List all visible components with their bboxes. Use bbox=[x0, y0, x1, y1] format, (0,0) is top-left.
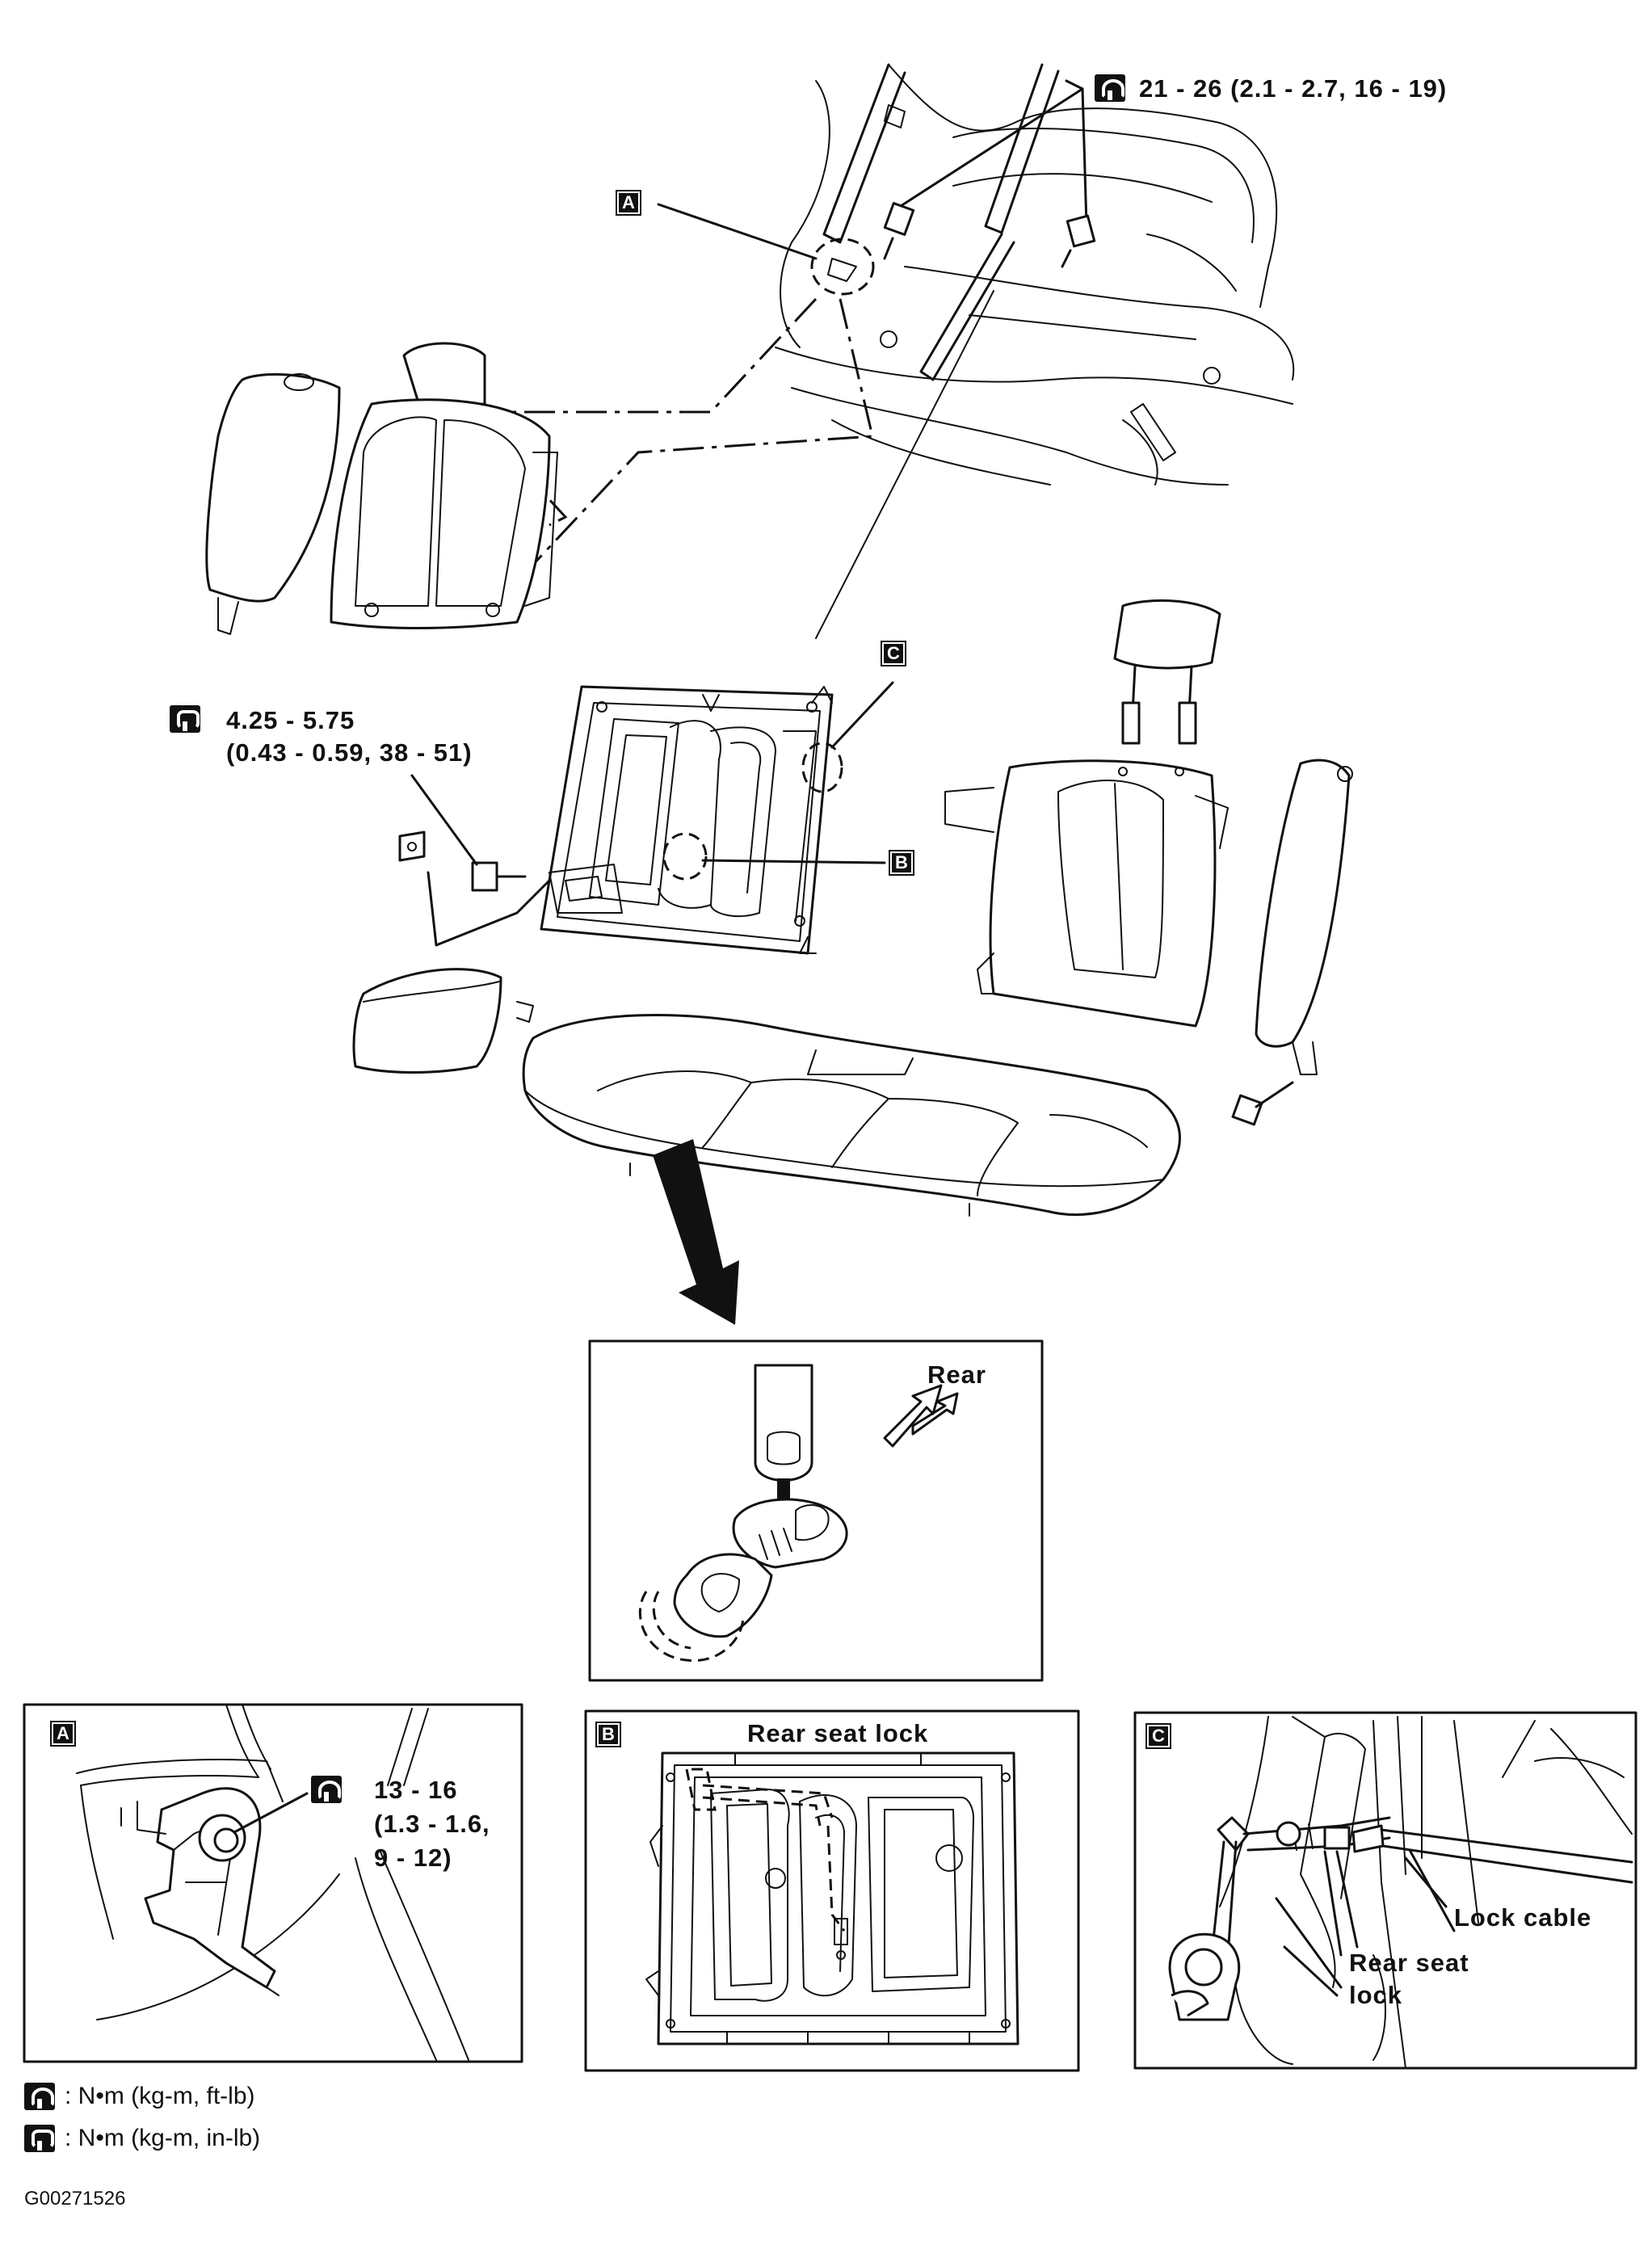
detail-a-torque-line2: (1.3 - 1.6, bbox=[374, 1810, 490, 1838]
wrench-torque-ftlb-icon bbox=[311, 1776, 342, 1803]
wrench-torque-inlb-icon bbox=[170, 705, 200, 733]
wrench-torque-ftlb-icon bbox=[1095, 74, 1125, 102]
detail-arrow-icon bbox=[653, 1139, 739, 1325]
seatback-right bbox=[944, 599, 1229, 1028]
detail-a-frame bbox=[23, 1703, 523, 2063]
detail-b-drawing bbox=[645, 1751, 1019, 2045]
top-bolts bbox=[883, 79, 1096, 268]
guide-line-1 bbox=[465, 297, 818, 527]
detail-c-rear-seat-line1: Rear seat bbox=[1349, 1949, 1469, 1977]
detail-c-drawing bbox=[1168, 1716, 1633, 2069]
seatback-left bbox=[330, 342, 558, 629]
side-bolster-left bbox=[205, 372, 341, 635]
detail-a-badge: A bbox=[50, 1721, 76, 1747]
torque-middle-line2: (0.43 - 0.59, 38 - 51) bbox=[226, 738, 473, 767]
detail-b-frame bbox=[584, 1709, 1080, 2072]
detail-b-rear-seat-lock-label: Rear seat lock bbox=[747, 1719, 929, 1747]
detail-a-torque-line1: 13 - 16 bbox=[374, 1776, 458, 1804]
detail-a-drawing bbox=[76, 1704, 469, 2061]
detail-a-torque-line3: 9 - 12) bbox=[374, 1844, 452, 1872]
detail-b-badge: B bbox=[595, 1722, 621, 1747]
vehicle-body-drawing bbox=[775, 64, 1295, 486]
torque-top-label: 21 - 26 (2.1 - 2.7, 16 - 19) bbox=[1139, 74, 1448, 103]
inset-frame bbox=[588, 1339, 1044, 1682]
callout-b-badge: B bbox=[889, 850, 914, 876]
wrench-torque-ftlb-icon bbox=[24, 2083, 55, 2110]
legend-item-ftlb: : N•m (kg-m, ft-lb) bbox=[65, 2083, 255, 2109]
seatback-frame bbox=[540, 685, 834, 955]
callout-c-circle bbox=[801, 742, 843, 793]
middle-bolt-bracket bbox=[398, 774, 551, 947]
callout-c-leader bbox=[830, 681, 894, 749]
seat-cushion bbox=[522, 1014, 1181, 1217]
callout-b-circle bbox=[662, 832, 708, 881]
guide-line-2 bbox=[515, 298, 874, 583]
seat-belts-top bbox=[822, 63, 1060, 381]
callout-a-leader bbox=[657, 203, 818, 260]
callout-a-circle bbox=[810, 238, 875, 296]
inset-rear-label: Rear bbox=[927, 1360, 986, 1389]
figure-code: G00271526 bbox=[24, 2188, 126, 2209]
callout-a-badge: A bbox=[616, 190, 641, 216]
armrest bbox=[352, 968, 534, 1074]
detail-c-lock-cable-label: Lock cable bbox=[1454, 1903, 1592, 1932]
callout-c-badge: C bbox=[881, 641, 906, 666]
inset-buckle-drawing bbox=[638, 1364, 959, 1663]
wrench-torque-inlb-icon bbox=[24, 2125, 55, 2152]
detail-c-rear-seat-line2: lock bbox=[1349, 1981, 1403, 2009]
rear-direction-arrow-icon bbox=[883, 1384, 943, 1448]
guide-line-3 bbox=[815, 290, 994, 639]
detail-c-badge: C bbox=[1145, 1723, 1171, 1749]
detail-c-frame bbox=[1133, 1711, 1637, 2070]
torque-middle-line1: 4.25 - 5.75 bbox=[226, 706, 355, 734]
legend-item-inlb: : N•m (kg-m, in-lb) bbox=[65, 2125, 261, 2151]
side-bolster-right bbox=[1231, 759, 1353, 1126]
callout-b-leader bbox=[701, 859, 886, 864]
